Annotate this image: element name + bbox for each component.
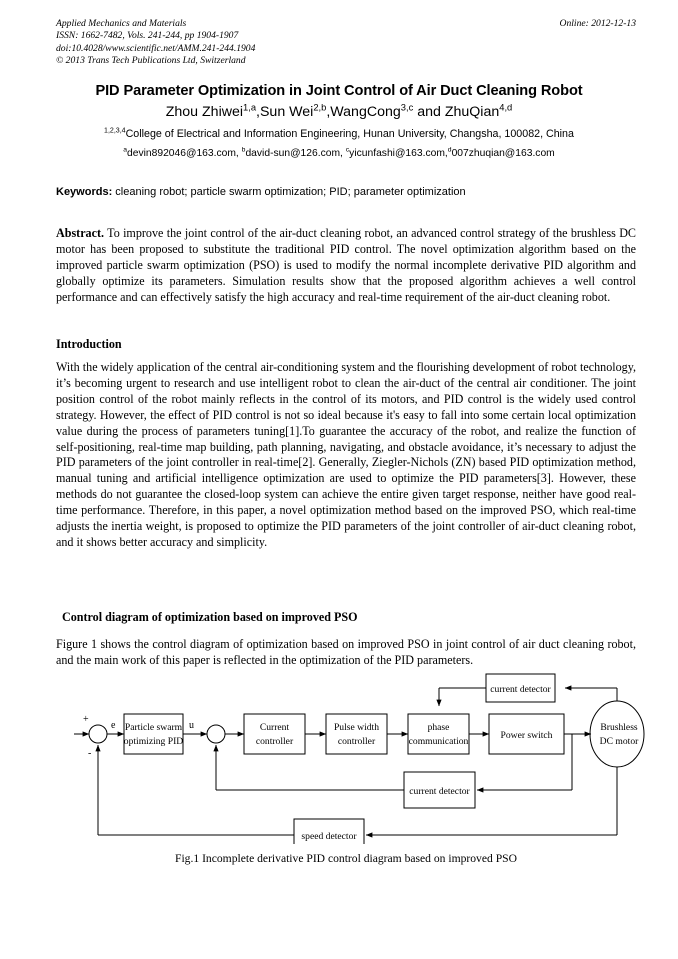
running-head: Applied Mechanics and Materials Online: … bbox=[56, 18, 636, 68]
author-2-sup: 2,b bbox=[313, 102, 327, 113]
summing-junction-1 bbox=[88, 724, 108, 744]
author-1-sup: 1,a bbox=[243, 102, 257, 113]
label-sign-plus: + bbox=[83, 714, 89, 725]
block-current-controller bbox=[243, 713, 306, 755]
author-1-name: Zhou Zhiwei bbox=[165, 104, 244, 120]
author-3-name: ,WangCong bbox=[326, 104, 401, 120]
figure-1-caption: Fig.1 Incomplete derivative PID control … bbox=[175, 852, 517, 865]
block-power-switch bbox=[488, 713, 565, 755]
author-4-name: and ZhuQian bbox=[413, 104, 500, 120]
email-4[interactable]: 007zhuqian@163.com bbox=[451, 148, 555, 159]
doi-line: doi:10.4028/www.scientific.net/AMM.241-2… bbox=[56, 42, 256, 54]
label-control-signal: u bbox=[189, 720, 194, 731]
keywords-text: cleaning robot; particle swarm optimizat… bbox=[112, 186, 466, 198]
control-diagram-paragraph: Figure 1 shows the control diagram of op… bbox=[56, 637, 636, 667]
email-3[interactable]: yicunfashi@163.com, bbox=[349, 148, 448, 159]
email-3-sup: c bbox=[345, 146, 350, 154]
affiliation-text: College of Electrical and Information En… bbox=[125, 128, 574, 140]
author-2-name: ,Sun Wei bbox=[256, 104, 314, 120]
label-power-switch: Power switch bbox=[501, 730, 553, 741]
author-3-sup: 3,c bbox=[400, 102, 414, 113]
block-pid bbox=[123, 713, 184, 755]
email-1[interactable]: devin892046@163.com, bbox=[127, 148, 242, 159]
online-date: Online: 2012-12-13 bbox=[559, 18, 636, 29]
email-1-sup: a bbox=[123, 146, 128, 154]
label-pid-line2: optimizing PID bbox=[124, 736, 183, 747]
label-motor-line1: Brushless bbox=[600, 722, 638, 733]
summing-junction-2 bbox=[206, 724, 226, 744]
label-current-detector-top: current detector bbox=[490, 684, 551, 695]
author-4-sup: 4,d bbox=[499, 102, 513, 113]
block-brushless-dc-motor bbox=[589, 700, 645, 768]
label-phase-line1: phase bbox=[428, 722, 450, 733]
abstract-paragraph: Abstract. To improve the joint control o… bbox=[56, 226, 636, 306]
copyright-line: © 2013 Trans Tech Publications Ltd, Swit… bbox=[56, 55, 246, 67]
label-current-controller-line2: controller bbox=[256, 736, 294, 747]
email-2-sup: b bbox=[241, 146, 246, 154]
affiliation-sup: 1,2,3,4 bbox=[104, 127, 126, 135]
label-current-detector-mid: current detector bbox=[409, 786, 470, 797]
keywords-label: Keywords: bbox=[56, 186, 113, 198]
keywords-line: Keywords: cleaning robot; particle swarm… bbox=[56, 186, 636, 198]
label-sign-minus: - bbox=[88, 748, 91, 759]
abstract-label: Abstract. bbox=[56, 226, 105, 240]
email-2[interactable]: david-sun@126.com, bbox=[245, 148, 346, 159]
label-current-controller-line1: Current bbox=[260, 722, 290, 733]
affiliation: 1,2,3,4College of Electrical and Informa… bbox=[30, 127, 648, 140]
figure-1-block-diagram: Particle swarm optimizing PID Current co… bbox=[56, 672, 646, 844]
email-4-sup: d bbox=[447, 146, 452, 154]
page-title: PID Parameter Optimization in Joint Cont… bbox=[95, 83, 583, 99]
journal-name: Applied Mechanics and Materials bbox=[56, 18, 187, 29]
email-list: adevin892046@163.com, bdavid-sun@126.com… bbox=[30, 146, 648, 159]
introduction-paragraph: With the widely application of the centr… bbox=[56, 360, 636, 549]
label-error-signal: e bbox=[111, 720, 116, 731]
label-pid-line1: Particle swarm bbox=[125, 722, 183, 733]
abstract-text: To improve the joint control of the air-… bbox=[56, 226, 636, 304]
label-speed-detector: speed detector bbox=[301, 831, 357, 842]
section-heading-introduction: Introduction bbox=[56, 337, 122, 351]
block-phase-communication bbox=[407, 713, 470, 755]
label-motor-line2: DC motor bbox=[600, 736, 639, 747]
block-pulse-width-controller bbox=[325, 713, 388, 755]
label-phase-line2: communication bbox=[409, 736, 469, 747]
issn-line: ISSN: 1662-7482, Vols. 241-244, pp 1904-… bbox=[56, 30, 239, 42]
author-list: Zhou Zhiwei1,a,Sun Wei2,b,WangCong3,c an… bbox=[40, 102, 638, 120]
label-pulse-width-line1: Pulse width bbox=[334, 722, 379, 733]
section-heading-control-diagram: Control diagram of optimization based on… bbox=[62, 610, 358, 624]
label-pulse-width-line2: controller bbox=[338, 736, 376, 747]
